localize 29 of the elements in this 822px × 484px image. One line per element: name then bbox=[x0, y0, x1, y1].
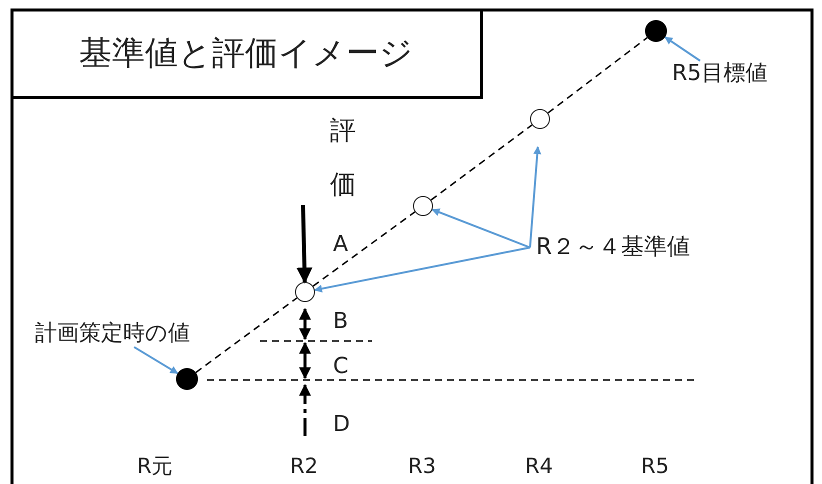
arrow bbox=[314, 246, 530, 293]
axis-label: 評価 bbox=[330, 115, 356, 202]
trend-line bbox=[430, 124, 532, 201]
axis-tick-label: R5 bbox=[641, 456, 669, 477]
axis-tick-label: R2 bbox=[290, 456, 318, 477]
trend-line bbox=[312, 211, 416, 287]
axis-tick-label: R元 bbox=[137, 456, 173, 477]
callout-text: 計画策定時の値 bbox=[35, 323, 190, 345]
arrow bbox=[529, 146, 542, 248]
callout-text: R5目標値 bbox=[672, 63, 768, 85]
zone-label: C bbox=[333, 356, 348, 378]
value-point bbox=[176, 368, 198, 390]
value-point bbox=[645, 20, 667, 42]
reference-point bbox=[530, 109, 550, 129]
arrow bbox=[664, 36, 701, 62]
arrow bbox=[432, 208, 530, 248]
axis-tick-label: R4 bbox=[525, 456, 553, 477]
arrow bbox=[134, 346, 178, 374]
zone-label: D bbox=[333, 414, 350, 436]
title-box: 基準値と評価イメージ bbox=[12, 10, 483, 99]
reference-point bbox=[413, 196, 433, 216]
zone-label: A bbox=[333, 234, 348, 256]
reference-point bbox=[295, 282, 315, 302]
trend-line bbox=[195, 297, 298, 374]
trend-line bbox=[548, 37, 648, 114]
callout-text: R２～４基準値 bbox=[536, 236, 690, 259]
arrow bbox=[296, 204, 312, 284]
zone-label: B bbox=[333, 311, 348, 333]
axis-tick-label: R3 bbox=[408, 456, 436, 477]
